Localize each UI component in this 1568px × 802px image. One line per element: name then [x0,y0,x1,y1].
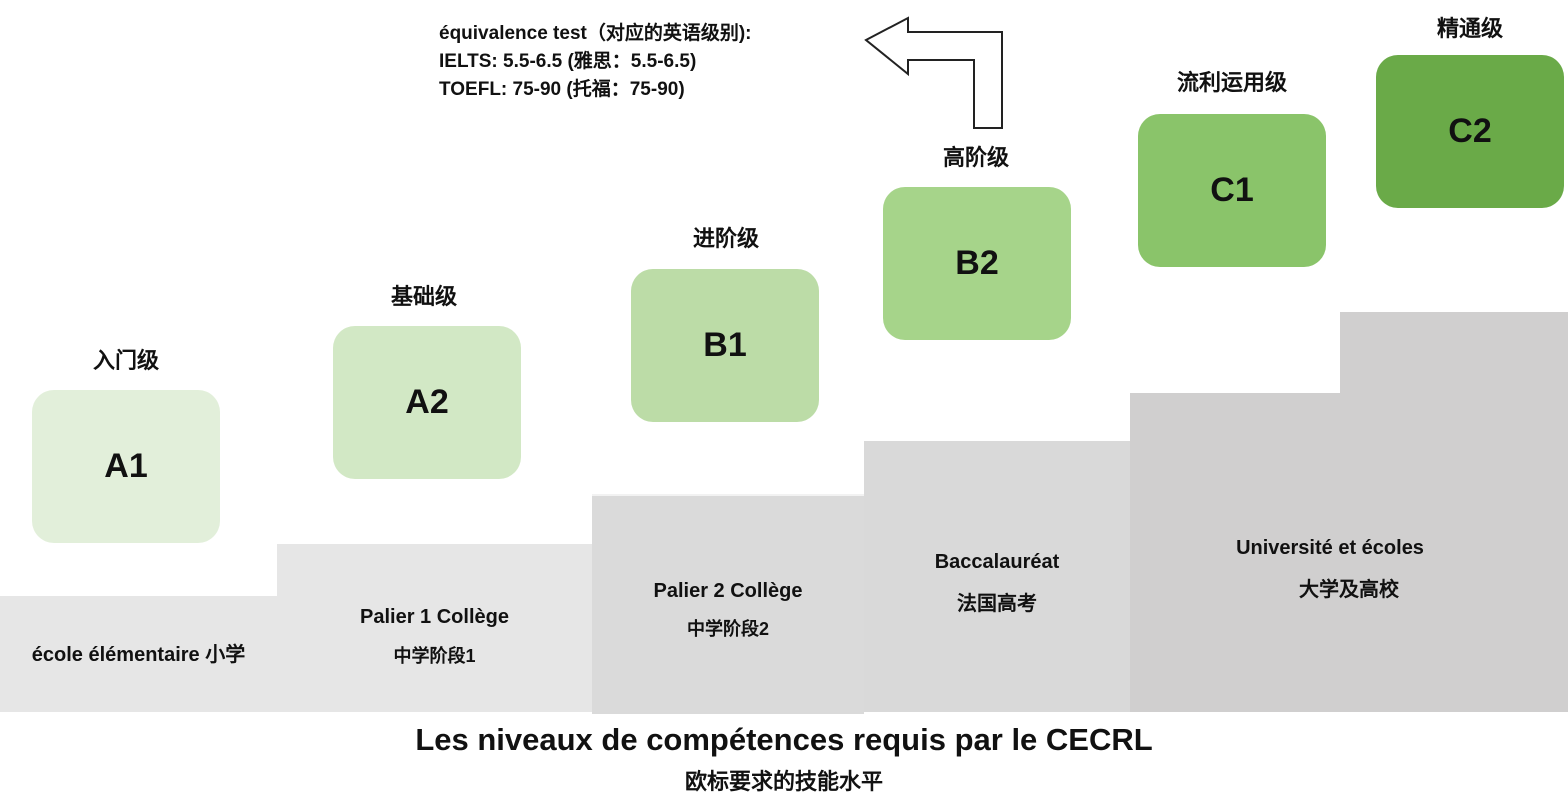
level-name-c1: 流利运用级 [1176,70,1287,95]
stair-elementary: école élémentaire 小学 [0,596,277,712]
level-box-c2: C2 [1376,55,1564,208]
level-box-b2: B2 [883,187,1071,340]
stair-baccalaureat: Baccalauréat 法国高考 [864,441,1130,712]
stair-baccalaureat-sublabel: 法国高考 [957,593,1037,615]
level-name-a1: 入门级 [92,348,159,373]
equivalence-ielts: IELTS: 5.5-6.5 (雅思：5.5-6.5) [439,51,697,72]
stair-college-1: Palier 1 Collège 中学阶段1 [277,544,592,712]
level-box-c1: C1 [1138,114,1326,267]
equivalence-heading: équivalence test（对应的英语级别): [439,23,752,44]
stair-baccalaureat-label: Baccalauréat [934,551,1060,573]
level-name-a2: 基础级 [390,284,457,309]
stair-elementary-label: école élémentaire 小学 [31,644,246,666]
level-name-c2: 精通级 [1436,16,1503,41]
level-box-b1: B1 [631,269,819,422]
level-box-a1: A1 [32,390,220,543]
stair-university-label: Université et écoles [1236,537,1424,559]
stair-top [1340,312,1568,394]
stair-college-1-label: Palier 1 Collège [360,606,509,628]
stair-college-1-sublabel: 中学阶段1 [393,646,476,666]
stair-university-sublabel: 大学及高校 [1299,579,1399,601]
stair-college-2-sublabel: 中学阶段2 [686,619,769,639]
level-name-b1: 进阶级 [692,226,759,251]
equivalence-note: équivalence test（对应的英语级别): IELTS: 5.5-6.… [439,20,752,104]
level-box-a2: A2 [333,326,521,479]
diagram-title: Les niveaux de compétences requis par le… [415,722,1153,757]
diagram-subtitle: 欧标要求的技能水平 [684,769,883,794]
stair-university: Université et écoles 大学及高校 [1130,393,1568,712]
level-name-b2: 高阶级 [942,145,1009,170]
equivalence-toefl: TOEFL: 75-90 (托福：75-90) [439,79,685,100]
stair-college-2-label: Palier 2 Collège [653,580,803,602]
stair-college-2: Palier 2 Collège 中学阶段2 [592,494,864,714]
arrow-left-icon [864,16,1003,129]
